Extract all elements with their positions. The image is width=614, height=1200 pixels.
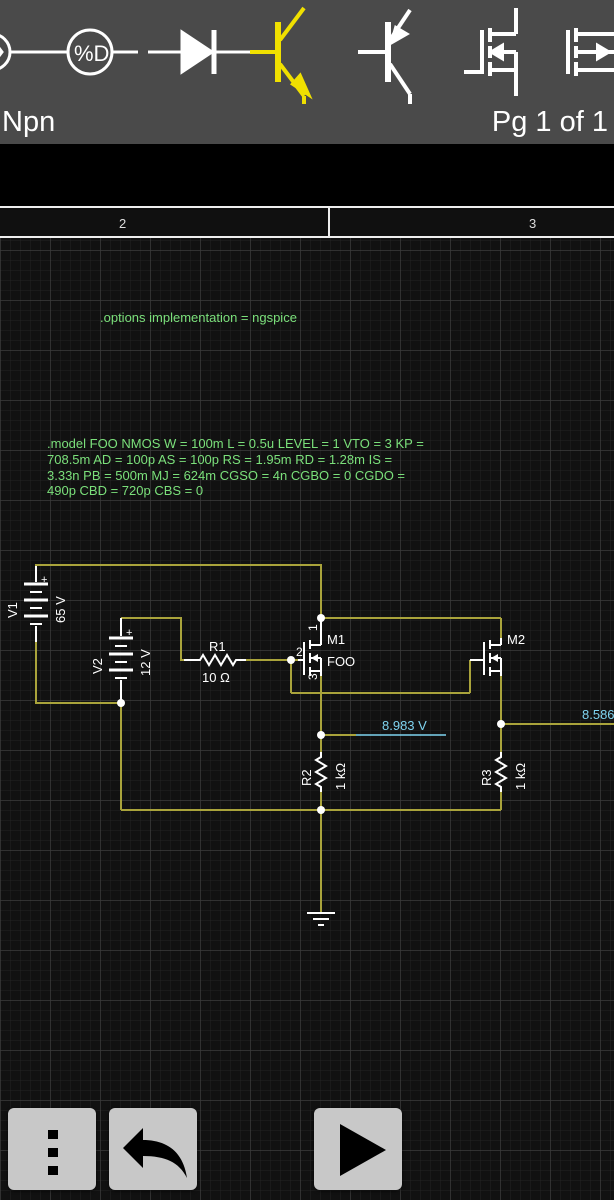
undo-icon (123, 1128, 187, 1178)
nmos-m1[interactable]: M1 FOO 1 2 3 (296, 620, 355, 680)
menu-button[interactable] (8, 1108, 96, 1190)
run-simulation-button[interactable] (314, 1108, 402, 1190)
model-line: 708.5m AD = 100p AS = 100p RS = 1.95m RD… (47, 452, 392, 467)
r2-label: R2 (299, 769, 314, 786)
r2-value: 1 kΩ (333, 763, 348, 790)
options-directive[interactable]: .options implementation = ngspice (100, 310, 297, 325)
m1-model: FOO (327, 654, 355, 669)
ruler-col-2: 2 (119, 216, 126, 231)
npn-transistor-icon[interactable] (250, 6, 313, 104)
wires (35, 564, 614, 912)
nmos-icon[interactable] (464, 8, 518, 96)
model-line: .model FOO NMOS W = 100m L = 0.5u LEVEL … (47, 436, 424, 451)
probe-value: 8.983 V (382, 718, 427, 733)
header-spacer (0, 144, 614, 206)
r3-value: 1 kΩ (513, 763, 528, 790)
ruler-col-3: 3 (529, 216, 536, 231)
v1-label: V1 (5, 602, 20, 618)
page-indicator: Pg 1 of 1 (491, 106, 608, 138)
undo-button[interactable] (109, 1108, 197, 1190)
m1-label: M1 (327, 632, 345, 647)
diode-icon[interactable] (148, 29, 250, 75)
battery-v2[interactable]: + V2 12 V (90, 618, 153, 700)
model-line: 490p CBD = 720p CBS = 0 (47, 483, 203, 498)
v1-value: 65 V (53, 596, 68, 623)
r1-label: R1 (209, 639, 226, 654)
m1-pin-drain: 1 (306, 624, 320, 631)
pmos-icon[interactable] (566, 28, 614, 76)
v2-plus: + (126, 627, 132, 639)
probe-value: 8.586 (582, 707, 614, 722)
v1-plus: + (41, 574, 47, 586)
m1-pin-source: 3 (306, 673, 320, 680)
play-icon (340, 1124, 386, 1176)
m1-pin-gate: 2 (296, 645, 303, 659)
voltage-probe-2[interactable]: 8.586 (582, 707, 614, 722)
junctions (117, 614, 505, 814)
page-ruler: 2 3 (0, 206, 614, 238)
m2-label: M2 (507, 632, 525, 647)
r3-label: R3 (479, 769, 494, 786)
resistor-r3[interactable]: R3 1 kΩ (479, 752, 528, 792)
ground-symbol[interactable] (307, 912, 335, 926)
schematic-canvas[interactable]: 2 3 .options implementation = ngspice .m… (0, 206, 614, 1200)
percent-diode-label: %D (74, 41, 109, 66)
v2-label: V2 (90, 658, 105, 674)
more-vert-icon (48, 1130, 58, 1175)
resistor-r1[interactable]: R1 10 Ω (184, 639, 246, 685)
percent-diode-icon[interactable] (38, 28, 138, 76)
battery-v1[interactable]: + V1 65 V (5, 566, 68, 642)
model-directive[interactable]: .model FOO NMOS W = 100m L = 0.5u LEVEL … (47, 436, 424, 498)
model-line: 3.33n PB = 500m MJ = 624m CGSO = 4n CGBO… (47, 468, 405, 483)
resistor-r2[interactable]: R2 1 kΩ (299, 752, 348, 792)
component-palette: %D (0, 6, 614, 104)
nmos-m2[interactable]: M2 (470, 632, 525, 676)
component-toolbar: %D (0, 0, 614, 144)
voltage-probe-1[interactable]: 8.983 V (356, 718, 446, 736)
v2-value: 12 V (138, 649, 153, 676)
r1-value: 10 Ω (202, 670, 230, 685)
selected-component-label: Npn (2, 106, 56, 138)
pnp-transistor-icon[interactable] (358, 8, 412, 104)
